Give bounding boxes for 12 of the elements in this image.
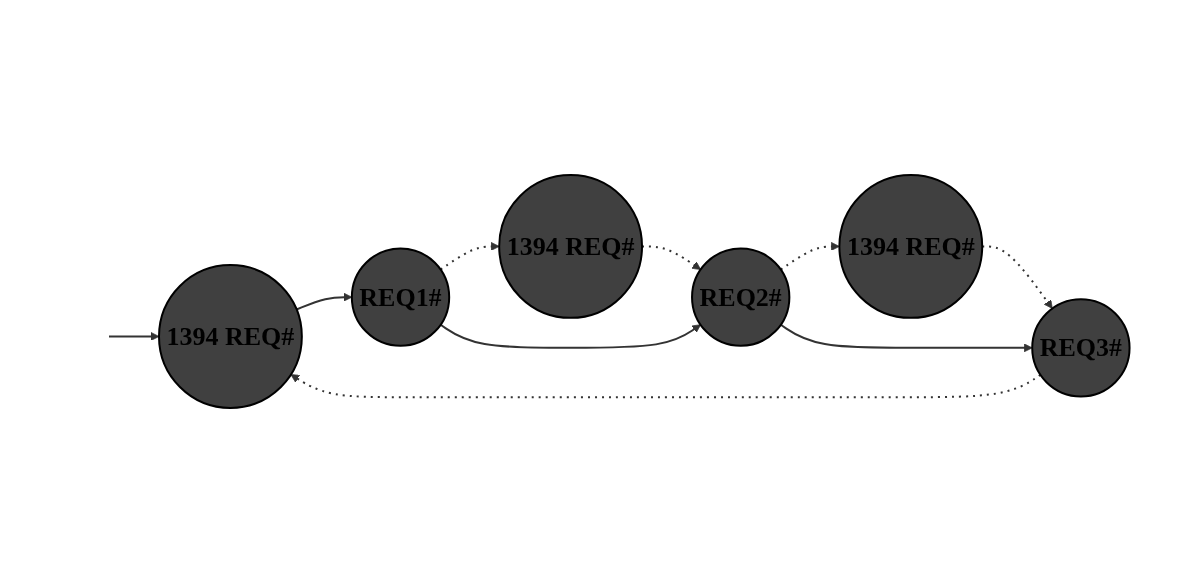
node-circle: 1394 REQ# xyxy=(498,173,644,319)
node-circle: 1394 REQ# xyxy=(838,173,984,319)
node-circle: REQ3# xyxy=(1031,297,1131,398)
node-circle: REQ2# xyxy=(691,247,791,347)
arrow xyxy=(439,323,702,349)
arrow xyxy=(780,323,1033,352)
arrow xyxy=(290,373,1042,398)
arrow xyxy=(780,241,840,271)
node-circle: 1394 REQ# xyxy=(158,263,304,409)
arrow xyxy=(295,292,353,311)
arrow xyxy=(108,331,160,341)
node-circle: REQ1# xyxy=(351,247,451,347)
